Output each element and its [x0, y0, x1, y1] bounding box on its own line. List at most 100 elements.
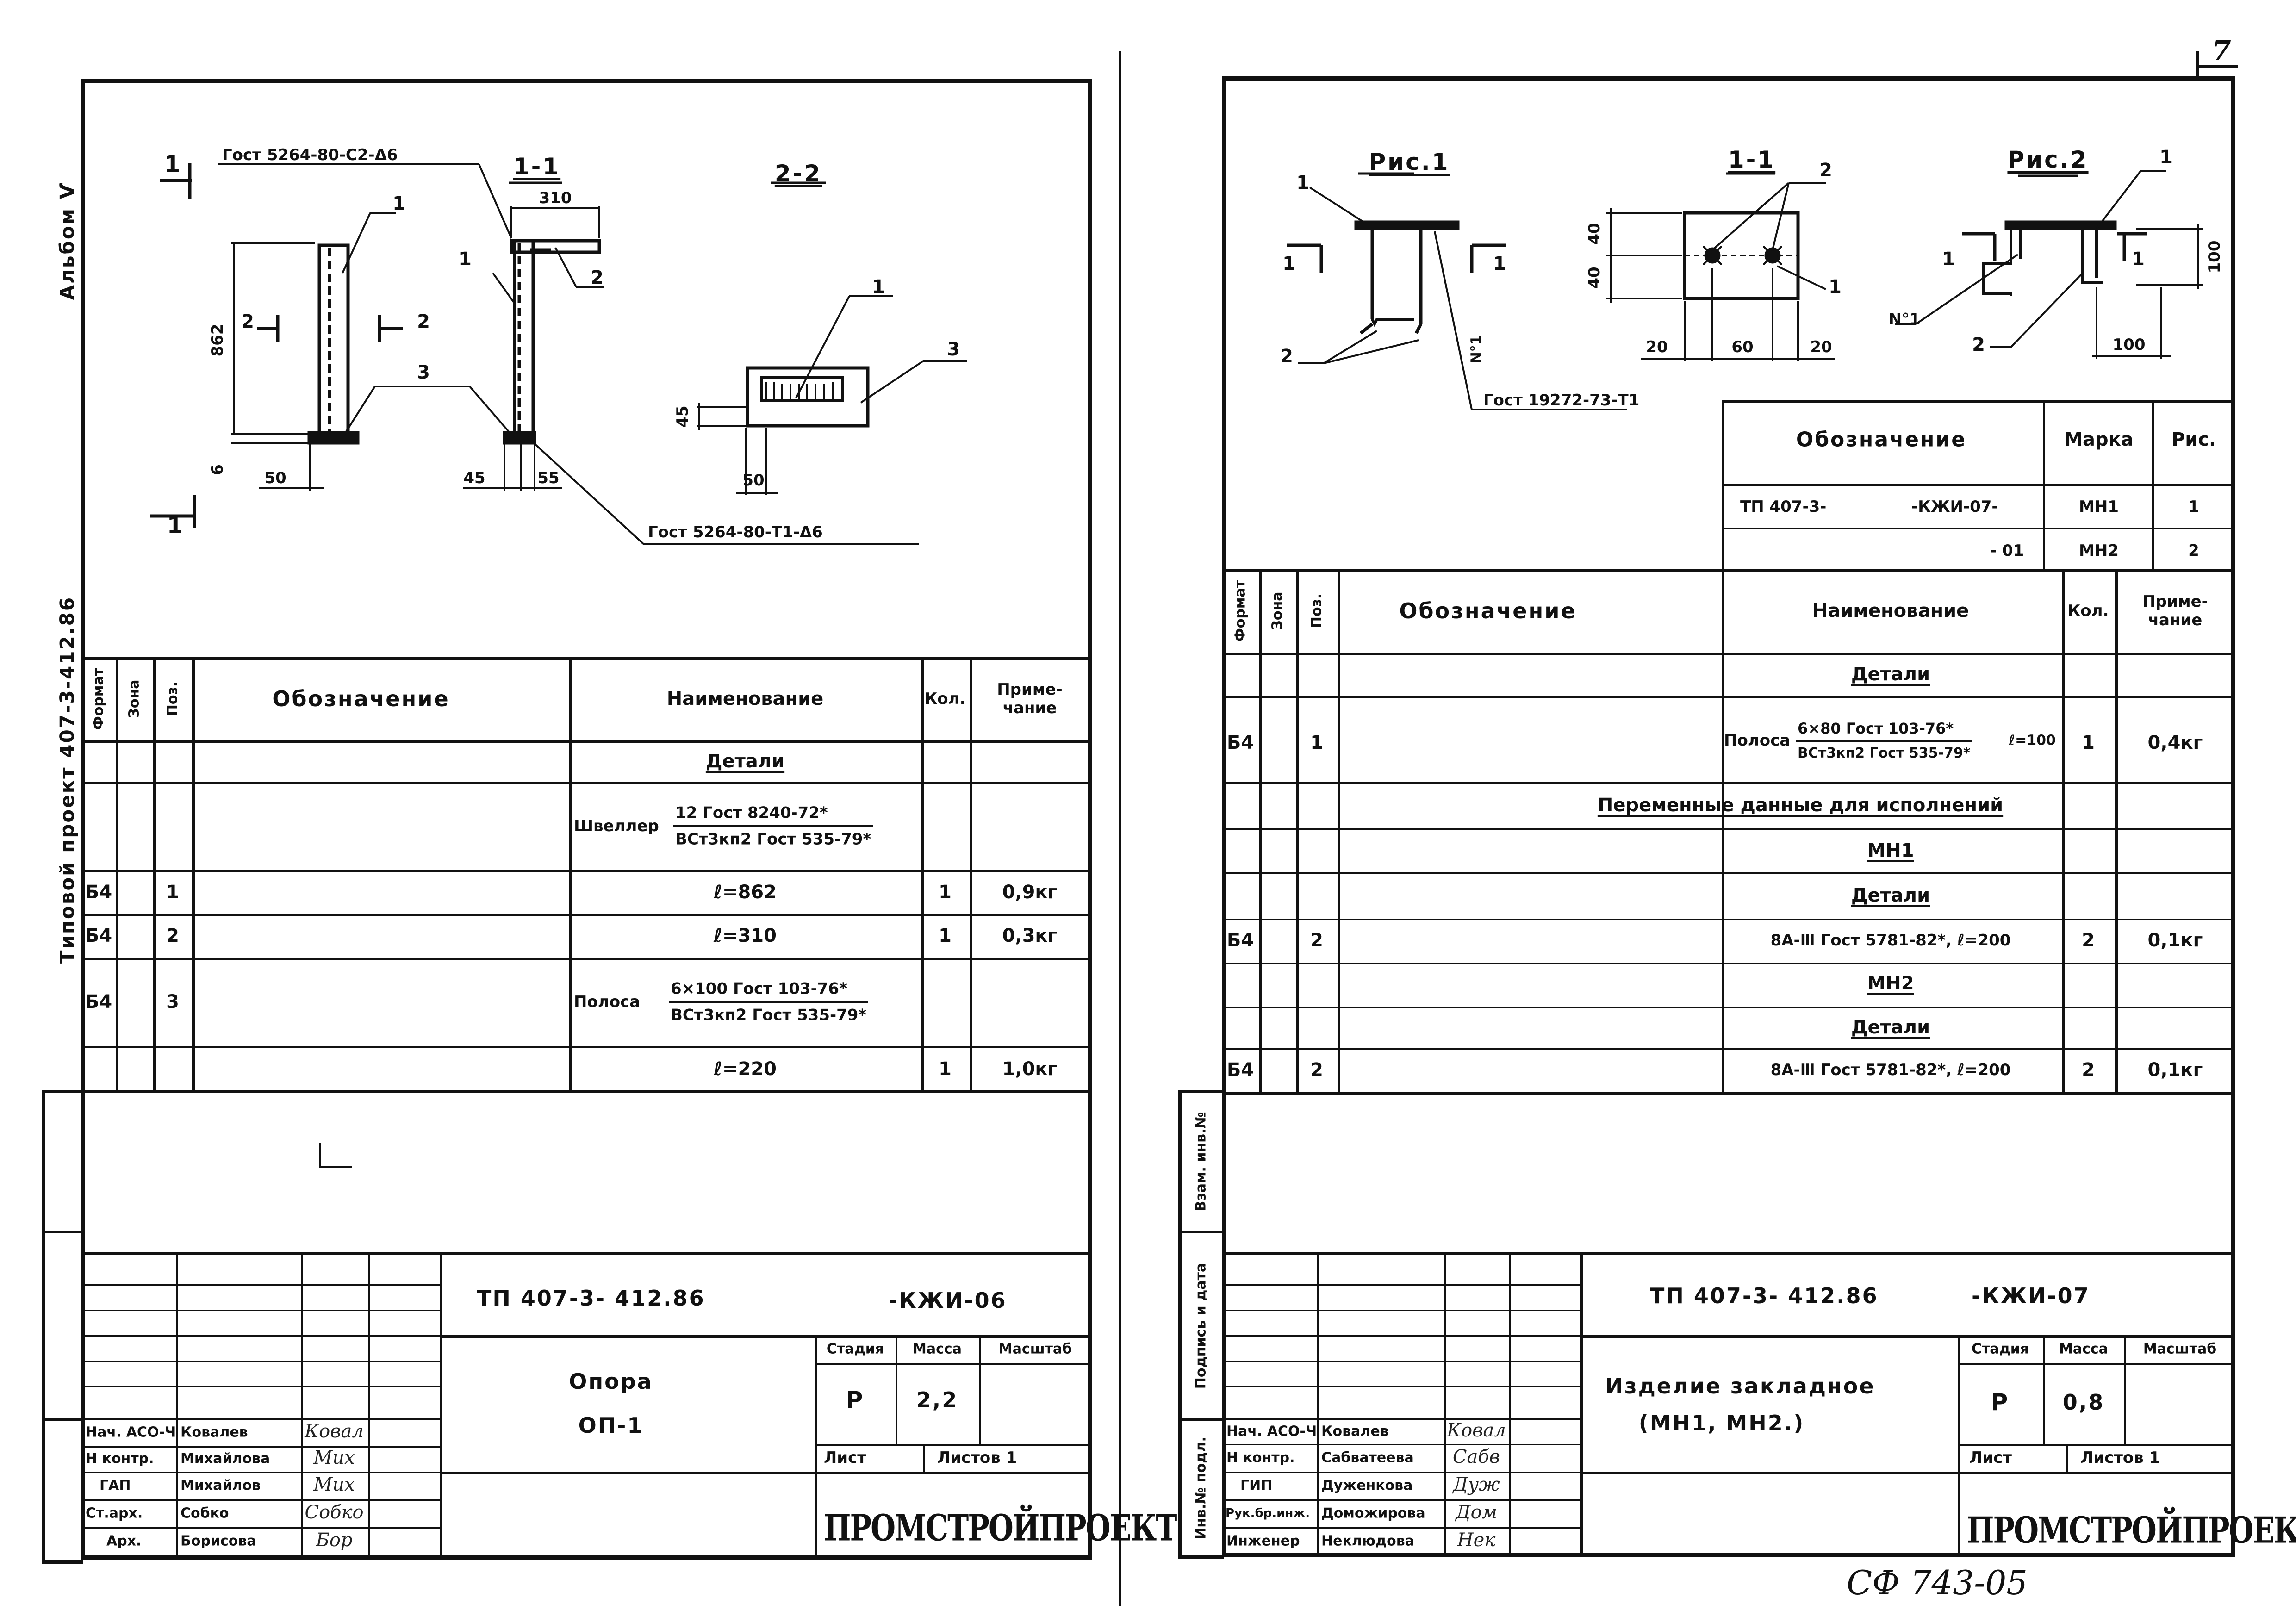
right-row2-pos: 2 — [1310, 930, 1323, 951]
right-dim-60: 60 — [1731, 338, 1754, 356]
left-row2-note: 0,3кг — [1002, 925, 1058, 946]
left-strip-label: Полоса — [574, 993, 641, 1011]
right-strip-length: ℓ=100 — [2009, 732, 2056, 749]
left-section-1-1-title: 1-1 — [513, 153, 561, 180]
right-fig1-cut-1-left: 1 — [1282, 253, 1295, 274]
right-marks-r2-designation-b: - 01 — [1990, 541, 2024, 560]
left-tb-stage: Р — [846, 1387, 865, 1413]
left-2-2-pos-1: 1 — [872, 276, 885, 298]
left-staff-role-3: ГАП — [100, 1477, 131, 1494]
left-row1-note: 0,9кг — [1002, 882, 1058, 903]
right-tb-doc-suffix: -КЖИ-07 — [1972, 1283, 2090, 1308]
left-row1-qty: 1 — [939, 882, 952, 903]
left-staff-role-5: Арх. — [106, 1533, 142, 1549]
left-staff-name-2: Михайлова — [180, 1450, 270, 1467]
right-strip-spec-top: 6×80 Гост 103-76* — [1796, 720, 1972, 742]
right-th-qty: Кол. — [2067, 602, 2109, 620]
left-titleblock-top — [81, 1252, 1092, 1255]
right-fig1-pos-2: 2 — [1280, 346, 1293, 367]
left-channel-spec-top: 12 Гост 8240-72* — [673, 804, 873, 827]
right-staff-signature-4: Дом — [1456, 1502, 1497, 1523]
left-pos-3: 3 — [417, 362, 430, 383]
right-section-details: Детали — [1851, 664, 1930, 685]
right-fig2-title: Рис.2 — [2007, 146, 2089, 173]
right-staff-role-2: Н контр. — [1226, 1449, 1295, 1466]
left-dim-45: 45 — [463, 469, 485, 487]
right-section-pos-2: 2 — [1819, 160, 1832, 181]
left-section-details: Детали — [705, 751, 785, 772]
right-fig1-cut-1-right: 1 — [1493, 253, 1506, 274]
right-mn2-heading: МН2 — [1867, 973, 1914, 994]
right-th-pos: Поз. — [1308, 593, 1325, 628]
left-row2-format: Б4 — [85, 925, 112, 946]
right-dim-40-bottom: 40 — [1585, 267, 1604, 289]
right-page-number: 7 — [2212, 35, 2231, 67]
left-section-2-2-title: 2-2 — [774, 160, 822, 187]
left-row3-pos: 3 — [166, 991, 179, 1013]
left-sheet-frame — [81, 79, 1092, 1560]
left-tb-sheet-h: Лист — [824, 1449, 866, 1467]
right-th-designation: Обозначение — [1399, 598, 1577, 623]
right-staff-signature-1: Ковал — [1447, 1420, 1506, 1441]
right-tb-code: ТП 407-3- 412.86 — [1650, 1283, 1879, 1308]
left-tb-stage-h: Стадия — [826, 1341, 884, 1357]
right-tb-sheets-h: Листов 1 — [2080, 1449, 2160, 1467]
left-cut-mark-bottom: 1 — [167, 512, 185, 539]
left-tb-mass: 2,2 — [916, 1387, 958, 1412]
right-marks-h-designation: Обозначение — [1796, 428, 1967, 452]
right-marks-r1-designation-b: -КЖИ-07- — [1911, 497, 1998, 516]
left-tb-org-logo: ПРОМСТРОЙПРОЕКТ — [824, 1506, 1177, 1549]
right-row3-pos: 2 — [1310, 1059, 1323, 1081]
right-details-3-heading: Детали — [1851, 1017, 1930, 1038]
right-sheet-frame — [1222, 76, 2235, 1557]
left-weld-note-top: Гост 5264-80-С2-Δ6 — [222, 146, 398, 164]
right-row1-note: 0,4кг — [2147, 732, 2203, 753]
left-table-header-line — [81, 740, 1092, 743]
right-staff-role-1: Нач. АСО-Ч — [1226, 1423, 1317, 1440]
left-tb-doc-suffix: -КЖИ-06 — [889, 1288, 1007, 1313]
left-staff-role-1: Нач. АСО-Ч — [86, 1424, 176, 1441]
left-weld-note-bottom: Гост 5264-80-Т1-Δ6 — [648, 523, 823, 541]
right-tb-title-1: Изделие закладное — [1605, 1374, 1875, 1399]
right-weld-note: Гост 19272-73-Т1 — [1483, 391, 1640, 410]
left-tb-title-1: Опора — [569, 1369, 653, 1394]
left-2-2-dim-50: 50 — [742, 471, 765, 490]
right-marks-r1-mark: МН1 — [2079, 497, 2119, 516]
right-row2-name: 8А-Ⅲ Гост 5781-82*, ℓ=200 — [1770, 931, 2011, 950]
left-strip-spec-bottom: ВСт3кп2 Гост 535-79* — [671, 1006, 867, 1025]
right-marks-r2-mark: МН2 — [2079, 541, 2119, 560]
left-tb-scale-h: Масштаб — [998, 1341, 1072, 1357]
right-variable-data-heading: Переменные данные для исполнений — [1597, 795, 2004, 816]
right-th-zone: Зона — [1269, 591, 1286, 630]
right-staff-name-1: Ковалев — [1321, 1423, 1389, 1440]
left-staff-signature-2: Мих — [313, 1447, 355, 1468]
right-staff-name-5: Неклюдова — [1321, 1533, 1415, 1549]
right-table-top-line — [1222, 569, 2235, 572]
right-row2-note: 0,1кг — [2147, 930, 2203, 951]
right-tb-sheet-h: Лист — [1969, 1449, 2012, 1467]
left-row1-name: ℓ=862 — [714, 882, 777, 903]
left-staff-signature-3: Мих — [313, 1474, 355, 1495]
right-dim-100-horizontal: 100 — [2112, 336, 2146, 354]
right-staff-role-5: Инженер — [1226, 1533, 1300, 1549]
right-strip-spec-bottom: ВСт3кп2 Гост 535-79* — [1798, 745, 1971, 761]
right-mn1-heading: МН1 — [1867, 840, 1914, 861]
right-marks-h-fig: Рис. — [2171, 429, 2216, 450]
left-pos-1-section: 1 — [459, 249, 472, 270]
right-fig2-weld-n1: N°1 — [1888, 310, 1921, 329]
left-row2-pos: 2 — [166, 925, 179, 946]
left-strip-spec: 6×100 Гост 103-76* ВСт3кп2 Гост 535-79* — [669, 980, 869, 1025]
right-strip-spec: 6×80 Гост 103-76* ВСт3кп2 Гост 535-79* — [1796, 720, 1972, 761]
right-staff-name-4: Доможирова — [1321, 1505, 1425, 1522]
right-fig2-cut-1-left: 1 — [1942, 249, 1955, 270]
left-staff-role-4: Ст.арх. — [86, 1505, 143, 1522]
right-tb-mass-h: Масса — [2059, 1341, 2108, 1357]
left-cut-2-left: 2 — [241, 311, 254, 332]
left-tb-sheets-h: Листов 1 — [937, 1449, 1017, 1467]
left-tb-mass-h: Масса — [913, 1341, 962, 1357]
right-details-2-heading: Детали — [1851, 885, 1930, 906]
right-fig2-pos-1: 1 — [2159, 147, 2172, 168]
right-row3-name: 8А-Ⅲ Гост 5781-82*, ℓ=200 — [1770, 1061, 2011, 1079]
right-row1-format: Б4 — [1226, 732, 1254, 753]
